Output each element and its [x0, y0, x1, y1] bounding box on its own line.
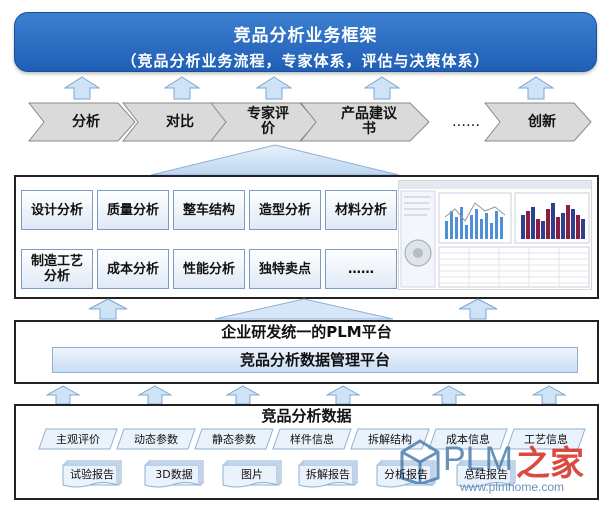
data-item-cost-info: 成本信息 [428, 428, 508, 450]
up-arrow-icon [138, 385, 172, 405]
software-screenshot-image [398, 180, 592, 290]
data-item-label: 拆解结构 [368, 433, 412, 446]
banner-title: 竞品分析业务框架 [233, 26, 378, 46]
tile-quality-analysis: 质量分析 [97, 190, 169, 230]
data-item-dynamic-parameters: 动态参数 [116, 428, 196, 450]
tile-label: 材料分析 [334, 202, 387, 218]
up-arrow-icon [532, 385, 566, 405]
tile-styling-analysis: 造型分析 [249, 190, 321, 230]
process-step-label: 产品建议 书 [341, 106, 397, 137]
process-step-product-proposal: 产品建议 书 [300, 102, 430, 142]
process-step-label: 分析 [72, 113, 100, 130]
process-step-innovation: 创新 [484, 102, 592, 142]
tile-cost-analysis: 成本分析 [97, 249, 169, 289]
doc-summary-report: 总结报告 [456, 460, 516, 488]
doc-label: 试验报告 [70, 468, 114, 481]
logo-url: www.plmhome.com [460, 480, 565, 494]
framework-banner: 竞品分析业务框架 （竞品分析业务流程，专家体系，评估与决策体系） [14, 12, 597, 72]
logo-text: PLM [443, 440, 513, 478]
up-arrow-icon [364, 76, 400, 100]
up-arrow-icon [64, 76, 100, 100]
doc-label: 总结报告 [464, 468, 508, 481]
tile-vehicle-structure: 整车结构 [173, 190, 245, 230]
data-management-platform-bar: 竞品分析数据管理平台 [52, 347, 578, 373]
up-arrow-icon [46, 385, 80, 405]
plm-platform-title: 企业研发统一的PLM平台 [221, 323, 392, 341]
process-step-label: …… [452, 113, 480, 130]
data-item-label: 动态参数 [134, 433, 178, 446]
data-item-label: 工艺信息 [524, 433, 568, 446]
tile-label: 造型分析 [258, 202, 311, 218]
tile-label: 成本分析 [106, 261, 159, 277]
data-item-label: 静态参数 [212, 433, 256, 446]
plmhome-watermark: PLM 之家 www.plmhome.com [398, 432, 604, 504]
tile-label: …… [348, 261, 374, 277]
process-step-label: 对比 [166, 113, 194, 130]
tile-label: 制造工艺 分析 [30, 254, 83, 284]
up-arrow-icon [458, 298, 498, 320]
process-step-label: 创新 [528, 113, 556, 130]
tile-manufacturing-analysis: 制造工艺 分析 [21, 249, 93, 289]
doc-teardown-report: 拆解报告 [298, 460, 358, 488]
doc-label: 拆解报告 [306, 468, 350, 481]
doc-label: 图片 [241, 468, 263, 481]
tile-material-analysis: 材料分析 [325, 190, 397, 230]
tile-label: 独特卖点 [258, 261, 311, 277]
data-item-subjective-evaluation: 主观评价 [38, 428, 118, 450]
tile-label: 设计分析 [30, 202, 83, 218]
data-item-label: 样件信息 [290, 433, 334, 446]
process-step-ellipsis: …… [436, 108, 496, 136]
doc-label: 分析报告 [384, 468, 428, 481]
data-item-static-parameters: 静态参数 [194, 428, 274, 450]
data-item-label: 主观评价 [56, 433, 100, 446]
doc-analysis-report: 分析报告 [376, 460, 436, 488]
tile-label: 质量分析 [106, 202, 159, 218]
up-arrow-icon [256, 76, 292, 100]
up-arrow-icon [88, 298, 128, 320]
up-arrow-icon [164, 76, 200, 100]
doc-test-report: 试验报告 [62, 460, 122, 488]
triangle-connector [214, 298, 394, 320]
plmhome-logo-icon [400, 439, 440, 484]
tile-more: …… [325, 249, 397, 289]
doc-label: 3D数据 [155, 468, 193, 481]
banner-subtitle: （竞品分析业务流程，专家体系，评估与决策体系） [121, 52, 490, 70]
tile-label: 整车结构 [182, 202, 235, 218]
up-arrow-icon [518, 76, 554, 100]
competitor-data-title: 竞品分析数据 [261, 407, 352, 425]
data-item-process-info: 工艺信息 [506, 428, 586, 450]
data-item-label: 成本信息 [446, 433, 490, 446]
triangle-connector [150, 144, 400, 176]
process-step-expert-review: 专家评 价 [210, 102, 318, 142]
tile-unique-selling-point: 独特卖点 [249, 249, 321, 289]
process-step-label: 专家评 价 [247, 106, 289, 137]
data-item-teardown-structure: 拆解结构 [350, 428, 430, 450]
up-arrow-icon [226, 385, 260, 405]
tile-label: 性能分析 [182, 261, 235, 277]
up-arrow-icon [432, 385, 466, 405]
up-arrow-icon [326, 385, 360, 405]
data-item-sample-info: 样件信息 [272, 428, 352, 450]
doc-3d-data: 3D数据 [144, 460, 204, 488]
doc-pictures: 图片 [222, 460, 282, 488]
logo-chinese: 之家 [516, 444, 584, 484]
tile-performance-analysis: 性能分析 [173, 249, 245, 289]
screenshot-illustration [399, 181, 591, 288]
process-step-analysis: 分析 [28, 102, 136, 142]
tile-design-analysis: 设计分析 [21, 190, 93, 230]
